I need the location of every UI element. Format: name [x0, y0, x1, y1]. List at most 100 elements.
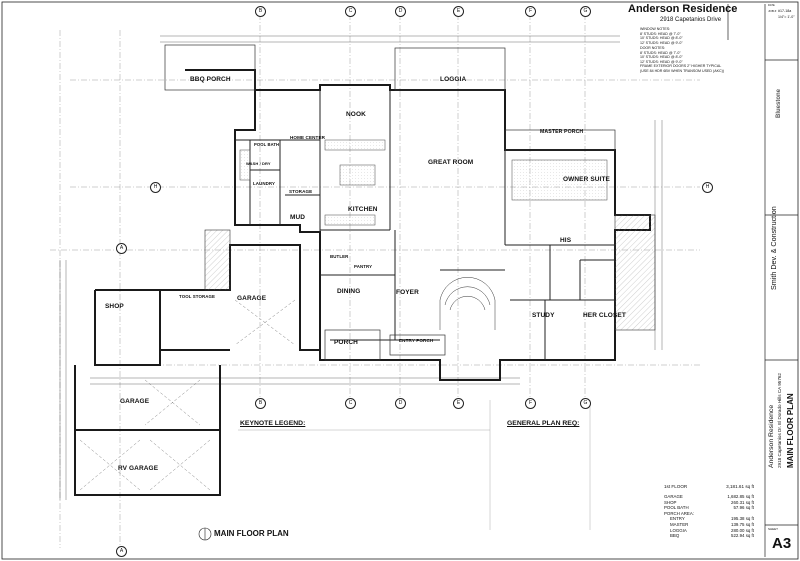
area-row-first-floor: 1st FLOOR 3,181.61 sq ft — [664, 484, 764, 489]
grid-bubble-d: D — [395, 6, 406, 17]
porch-outlines — [164, 44, 616, 361]
door-notes-heading: DOOR NOTES: — [640, 46, 666, 50]
area-label: LOGGIA — [670, 527, 687, 533]
firm-logo-text: Bluestone — [776, 88, 782, 118]
grid-bubble-e: E — [453, 6, 464, 17]
grid-bubble-d-bottom: D — [395, 398, 406, 409]
stair — [439, 277, 496, 330]
room-loggia: LOGGIA — [440, 76, 467, 83]
room-mud: MUD — [290, 214, 306, 221]
window-note-line: 10' STUDS: HEAD @ 8'-0" — [640, 36, 683, 41]
grid-bubble-e-bottom: E — [453, 398, 464, 409]
window-notes: WINDOW NOTES: 8' STUDS: HEAD @ 7'-0" 10'… — [640, 27, 683, 45]
area-value: 139.75 sq ft — [731, 521, 754, 527]
room-rv-garage: RV GARAGE — [118, 465, 159, 472]
grid-bubble-f: F — [525, 6, 536, 17]
room-kitchen: KITCHEN — [348, 206, 378, 213]
room-tool-storage: TOOL STORAGE — [179, 294, 216, 299]
date-label: DATE — [768, 4, 775, 7]
area-value: 1,682.85 sq ft — [727, 494, 754, 499]
area-value: 260.31 sq ft — [731, 499, 754, 505]
room-his: HIS — [560, 237, 572, 244]
title-block-sheet-title: MAIN FLOOR PLAN — [786, 393, 795, 468]
keynote-legend-title: KEYNOTE LEGEND: — [240, 420, 306, 427]
job-label: JOB # — [768, 9, 777, 13]
title-block-frame — [727, 4, 798, 557]
area-value: 57.96 sq ft — [733, 505, 754, 511]
sheet-number: A3 — [772, 535, 792, 552]
room-dining: DINING — [337, 288, 361, 295]
area-value: 3,181.61 sq ft — [726, 484, 754, 489]
area-label: BBQ — [670, 533, 680, 539]
area-row: POOL BATH 57.96 sq ft — [664, 505, 764, 511]
room-great-room: GREAT ROOM — [428, 159, 474, 166]
door-note-line: 12' STUDS: HEAD @ 9'-0" — [640, 59, 683, 64]
room-butler: BUTLER — [330, 254, 349, 259]
sheet-label: SHEET — [768, 527, 779, 531]
grid-bubble-g-bottom: G — [580, 398, 591, 409]
door-notes: DOOR NOTES: 8' STUDS: HEAD @ 7'-0" 10' S… — [640, 46, 724, 74]
area-label: GARAGE — [664, 494, 683, 499]
builder-name: Smith Dev. & Construction — [769, 206, 778, 290]
room-study: STUDY — [532, 312, 555, 319]
area-row: MASTER 139.75 sq ft — [664, 522, 764, 528]
room-laundry: LAUNDRY — [253, 181, 276, 186]
legend-lines — [238, 400, 591, 530]
grid-bubble-c: C — [345, 6, 356, 17]
grid-bubble-a: A — [116, 243, 127, 254]
grid-bubble-b-bottom: B — [255, 398, 266, 409]
project-name: Anderson Residence — [628, 3, 738, 15]
room-garage: GARAGE — [237, 295, 267, 302]
area-value: 280.00 sq ft — [731, 527, 754, 533]
room-pool-bath: POOL BATH — [254, 142, 280, 147]
area-label: POOL BATH — [664, 505, 689, 511]
title-block-project: Anderson Residence — [768, 404, 775, 468]
grid-bubble-f-bottom: F — [525, 398, 536, 409]
job-number: #17-18a — [778, 9, 792, 13]
wall-hatch — [204, 214, 656, 331]
project-address: 2918 Capetanios Drive — [660, 17, 722, 23]
room-shop: SHOP — [105, 303, 124, 310]
area-value: 522.94 sq ft — [731, 533, 754, 539]
grid-bubble-c-bottom: C — [345, 398, 356, 409]
grid-bubble-h-right: H — [702, 182, 713, 193]
room-owner-suite: OWNER SUITE — [563, 176, 610, 183]
room-nook: NOOK — [346, 111, 366, 118]
window-notes-heading: WINDOW NOTES: — [640, 27, 671, 31]
area-row: PORCH AREA: — [664, 511, 764, 517]
room-entry-porch: ENTRY PORCH — [399, 338, 434, 343]
area-row: BBQ 522.94 sq ft — [664, 533, 764, 539]
area-label: ENTRY — [670, 516, 685, 522]
drawing-scale: 1/4"= 1'-0" — [778, 15, 795, 19]
drawing-title: MAIN FLOOR PLAN — [214, 529, 289, 538]
window-note-line: 12' STUDS: HEAD @ 9'-0" — [640, 40, 683, 45]
area-row: LOGGIA 280.00 sq ft — [664, 528, 764, 534]
area-label: MASTER — [670, 521, 689, 527]
title-block-location: 2918 Capetanios Dr. El Dorado Hills CA 9… — [777, 373, 782, 468]
garage-door-marks — [79, 299, 296, 491]
room-foyer: FOYER — [396, 289, 419, 296]
room-home-center: HOME CENTER — [290, 135, 326, 140]
room-her-closet: HER CLOSET — [583, 312, 626, 319]
grid-bubble-g: G — [580, 6, 591, 17]
room-garage-lower: GARAGE — [120, 398, 150, 405]
grid-bubble-h: H — [150, 182, 161, 193]
door-note-line: FRAME EXTERIOR DOORS 2" HIGHER TYPICAL — [640, 64, 722, 69]
area-schedule: 1st FLOOR 3,181.61 sq ft — [664, 484, 764, 489]
general-plan-title: GENERAL PLAN REQ: — [507, 420, 580, 427]
room-wash-dry: WASH / DRY — [246, 161, 271, 166]
window-note-line: 8' STUDS: HEAD @ 7'-0" — [640, 31, 681, 36]
area-row: GARAGE 1,682.85 sq ft — [664, 494, 764, 500]
area-label: 1st FLOOR — [664, 484, 688, 489]
door-note-line: (USE 84 HDR 6BV WHEN TRANSOM USED (AKC)) — [640, 68, 724, 73]
grid-bubble-b: B — [255, 6, 266, 17]
room-master-porch: MASTER PORCH — [540, 129, 584, 135]
room-storage: STORAGE — [289, 189, 313, 194]
north-arrow — [198, 527, 212, 541]
room-porch: PORCH — [334, 339, 358, 346]
room-bbq-porch: BBQ PORCH — [190, 76, 231, 83]
